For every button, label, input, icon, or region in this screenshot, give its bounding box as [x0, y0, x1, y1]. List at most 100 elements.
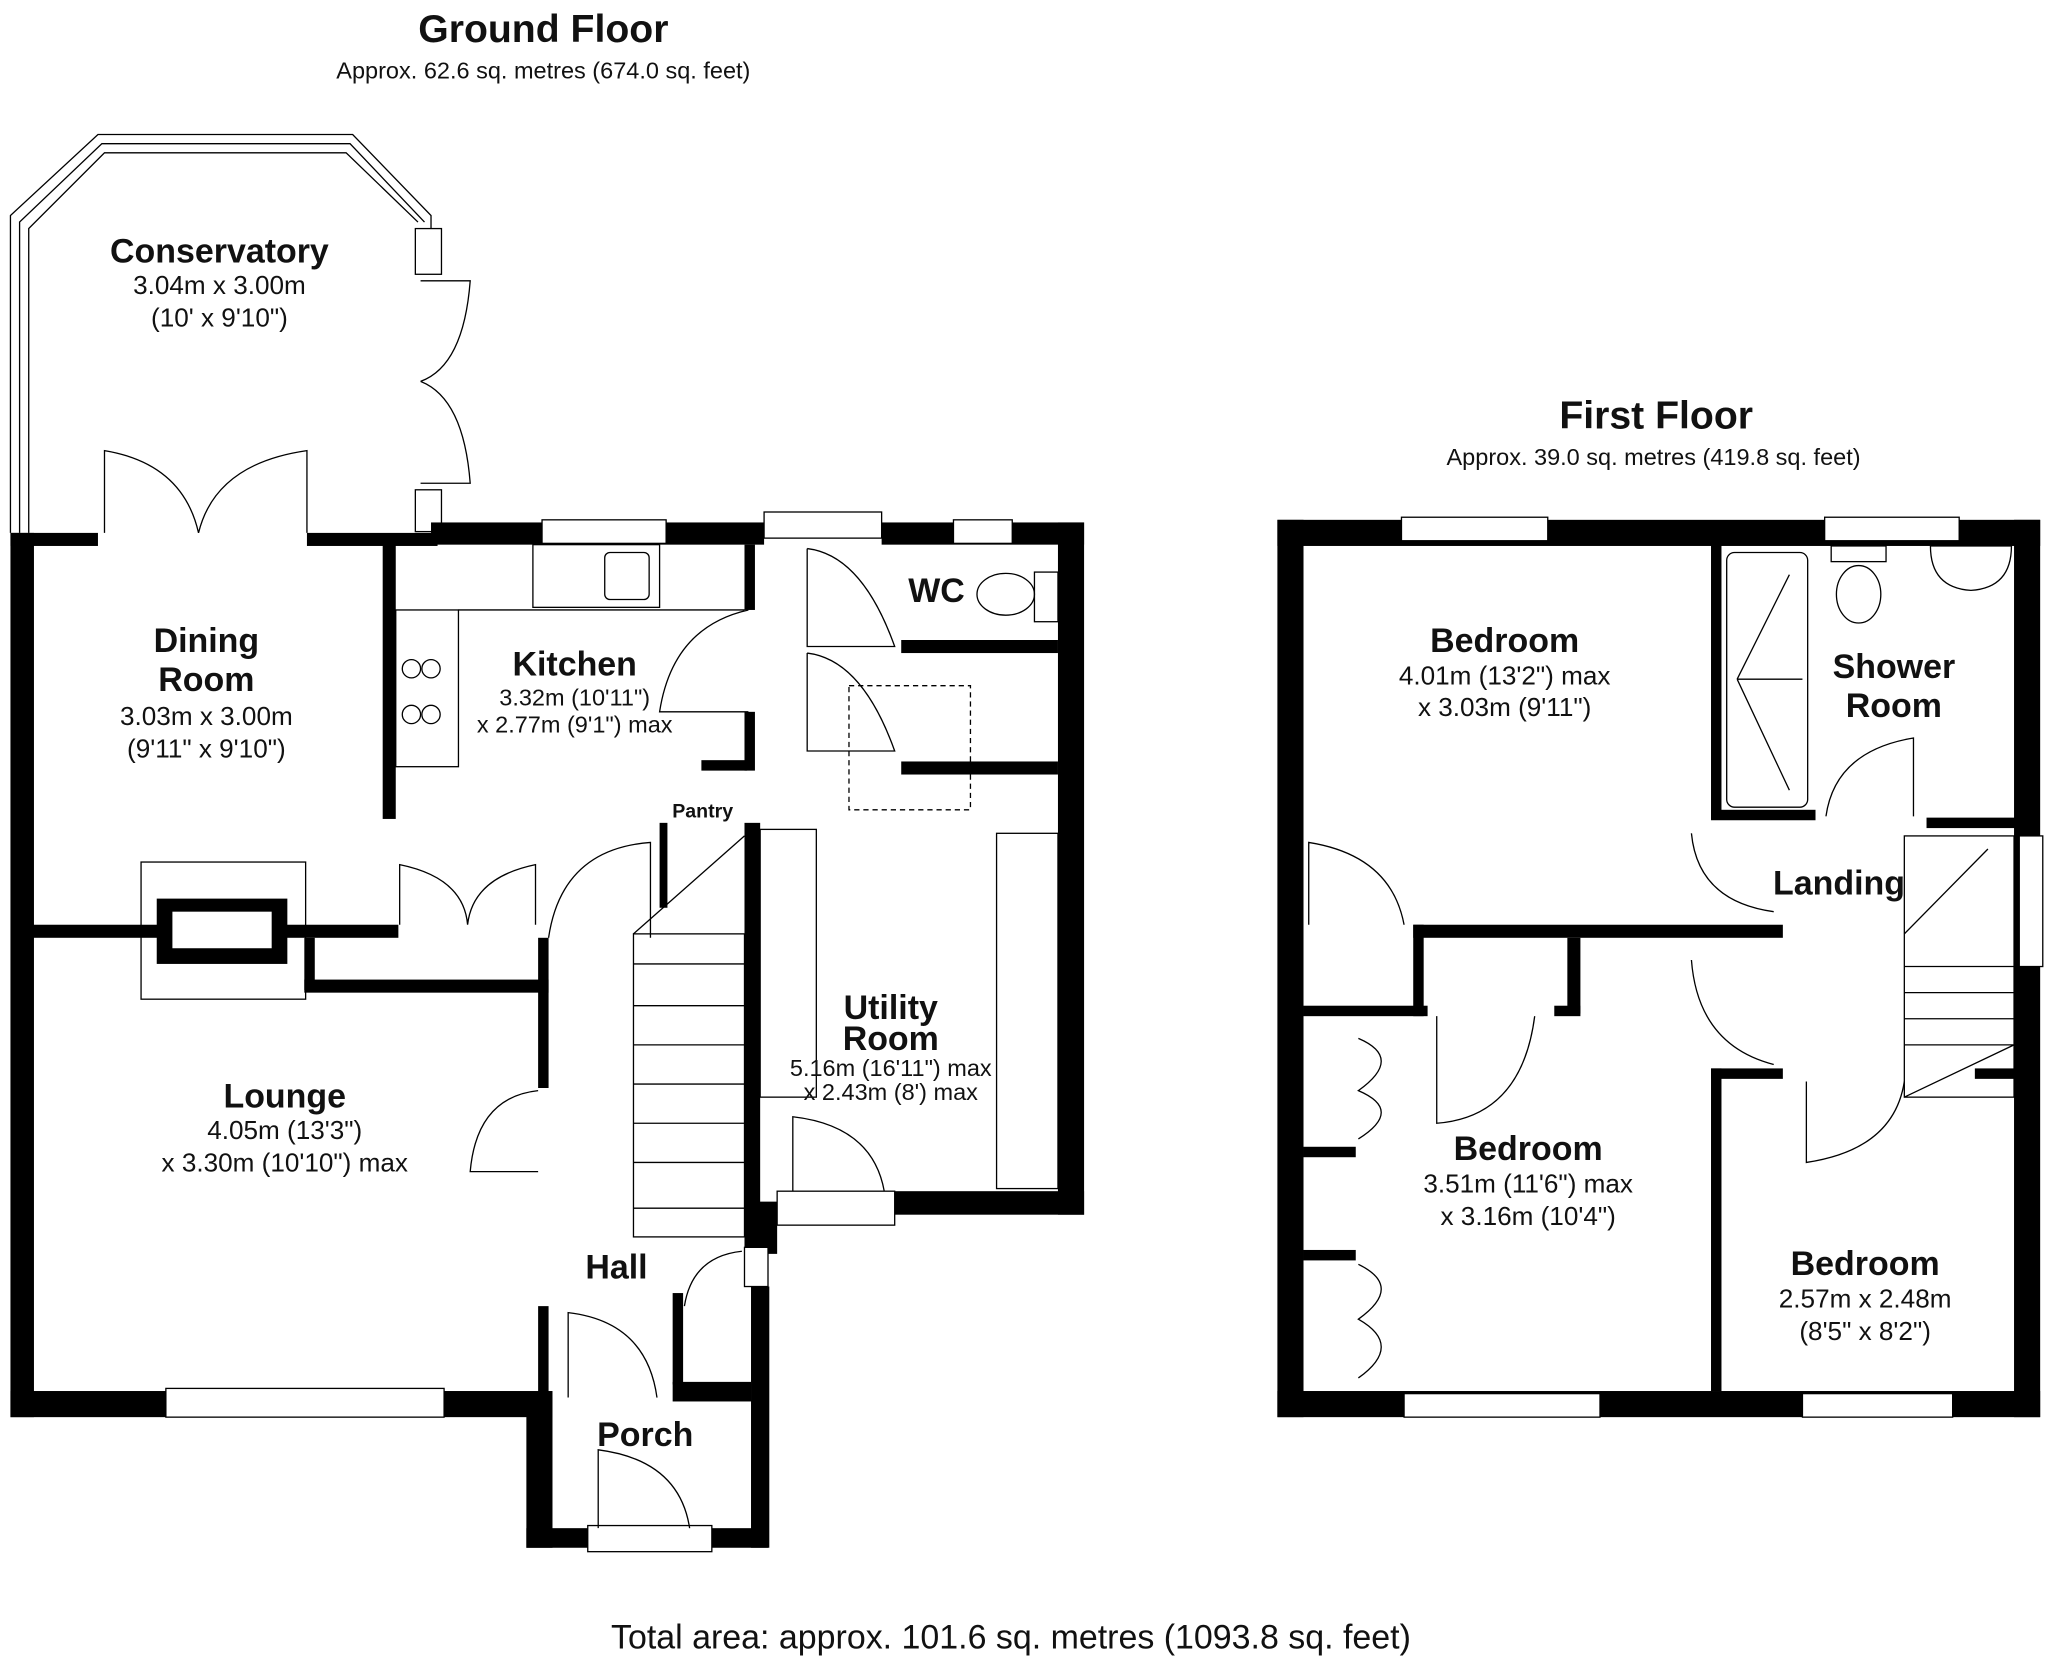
- ground-floor-plan: [9, 133, 1085, 1553]
- room-label-wc: WC: [908, 572, 965, 610]
- ground-floor-area: Approx. 62.6 sq. metres (674.0 sq. feet): [336, 57, 750, 83]
- room-dim: x 3.03m (9'11"): [1418, 692, 1591, 722]
- room-dim: 3.51m (11'6") max: [1423, 1168, 1633, 1198]
- wall: [744, 544, 755, 610]
- room-label-lounge: Lounge: [223, 1078, 346, 1116]
- wall: [1711, 544, 1722, 819]
- room-label-hall: Hall: [585, 1249, 647, 1287]
- wall: [10, 532, 34, 1418]
- wall: [1303, 1146, 1356, 1158]
- wall: [1413, 924, 1424, 1017]
- room-label-porch: Porch: [597, 1416, 693, 1454]
- room-dim: x 3.30m (10'10") max: [162, 1148, 408, 1178]
- conservatory-glazing-inner: [18, 143, 425, 533]
- wall: [1554, 1005, 1581, 1017]
- room-dim: x 2.43m (8') max: [804, 1079, 979, 1105]
- door-swing: [469, 1089, 539, 1173]
- room-label-dining: Dining: [154, 622, 260, 660]
- staircase: [632, 835, 746, 1238]
- wardrobe-doors: [1357, 1263, 1382, 1379]
- room-dim: 3.32m (10'11"): [499, 684, 650, 710]
- utility-worktop: [995, 832, 1059, 1190]
- wall: [1711, 1068, 1783, 1079]
- wall: [306, 532, 438, 546]
- door-frame: [763, 511, 883, 539]
- room-label-bedroom-3: Bedroom: [1791, 1245, 1940, 1283]
- wall: [659, 822, 668, 908]
- room-dim: (9'11" x 9'10"): [127, 734, 286, 764]
- wall: [744, 822, 761, 1215]
- door-swing: [1805, 1081, 1905, 1164]
- loft-hatch: [848, 685, 972, 811]
- shower-tray: [1726, 551, 1809, 808]
- wall: [701, 760, 748, 771]
- window: [2018, 835, 2044, 968]
- wall: [1974, 1068, 2015, 1079]
- door-swing: [1308, 841, 1405, 925]
- staircase: [1903, 835, 2015, 1098]
- door-swing: [1825, 737, 1915, 817]
- room-dim: 4.05m (13'3"): [207, 1115, 362, 1145]
- basin-icon: [1929, 545, 2013, 592]
- window: [414, 489, 443, 533]
- room-label-bedroom-1: Bedroom: [1430, 622, 1579, 660]
- room-dim: (10' x 9'10"): [151, 303, 288, 333]
- door-swing: [806, 652, 896, 752]
- utility-worktop: [759, 828, 817, 1098]
- door-swing: [792, 1116, 885, 1192]
- room-label-kitchen: Kitchen: [512, 645, 636, 683]
- first-floor-area: Approx. 39.0 sq. metres (419.8 sq. feet): [1447, 444, 1861, 470]
- wall: [888, 1191, 1085, 1215]
- french-door-arcs: [420, 280, 471, 484]
- door-swing: [658, 609, 749, 713]
- french-door-arcs: [103, 449, 308, 534]
- door-swing: [1690, 833, 1774, 913]
- room-label-dining: Room: [158, 661, 254, 699]
- wall: [1057, 522, 1085, 1215]
- door-swing: [1436, 1016, 1536, 1124]
- wall: [672, 1381, 752, 1402]
- conservatory-glazing: [9, 133, 432, 533]
- wall: [1926, 817, 2018, 829]
- room-label-bedroom-2: Bedroom: [1454, 1130, 1603, 1168]
- door-swing: [683, 1250, 742, 1307]
- wall: [304, 979, 549, 993]
- wall: [538, 937, 549, 1088]
- room-label-utility: Room: [843, 1020, 939, 1058]
- room-dim: x 3.16m (10'4"): [1440, 1201, 1615, 1231]
- wall: [1567, 937, 1581, 1014]
- first-floor-plan: [1277, 516, 2044, 1418]
- room-dim: 4.01m (13'2") max: [1399, 660, 1611, 690]
- window: [414, 227, 443, 275]
- chimney-flue: [172, 911, 272, 949]
- toilet-icon: [1835, 564, 1882, 624]
- window: [165, 1387, 445, 1418]
- wall: [672, 1293, 684, 1385]
- cistern: [1830, 545, 1887, 563]
- hearth: [140, 861, 307, 1000]
- wall: [744, 711, 755, 771]
- room-label-landing: Landing: [1773, 865, 1905, 903]
- door-swing: [806, 547, 896, 648]
- wall: [901, 761, 1058, 775]
- room-dim: 2.57m x 2.48m: [1779, 1283, 1952, 1313]
- front-door-frame: [587, 1524, 713, 1553]
- ground-floor-title: Ground Floor: [418, 8, 668, 51]
- room-dim: 5.16m (16'11") max: [790, 1055, 992, 1081]
- room-label-conservatory: Conservatory: [110, 233, 329, 271]
- wardrobe-doors: [1357, 1037, 1382, 1140]
- hob-unit: [395, 609, 460, 768]
- sink-unit: [532, 544, 661, 608]
- window: [1403, 1392, 1601, 1418]
- room-label-shower-room: Room: [1846, 687, 1942, 725]
- wall: [526, 1397, 553, 1548]
- window: [1823, 516, 1960, 542]
- wall: [1711, 809, 1816, 821]
- cupboard-doors: [399, 863, 537, 925]
- hob-icon: [401, 658, 441, 725]
- wall: [382, 544, 396, 819]
- door-swing: [597, 1449, 691, 1529]
- total-area: Total area: approx. 101.6 sq. metres (10…: [611, 1618, 1411, 1656]
- window: [743, 1246, 769, 1288]
